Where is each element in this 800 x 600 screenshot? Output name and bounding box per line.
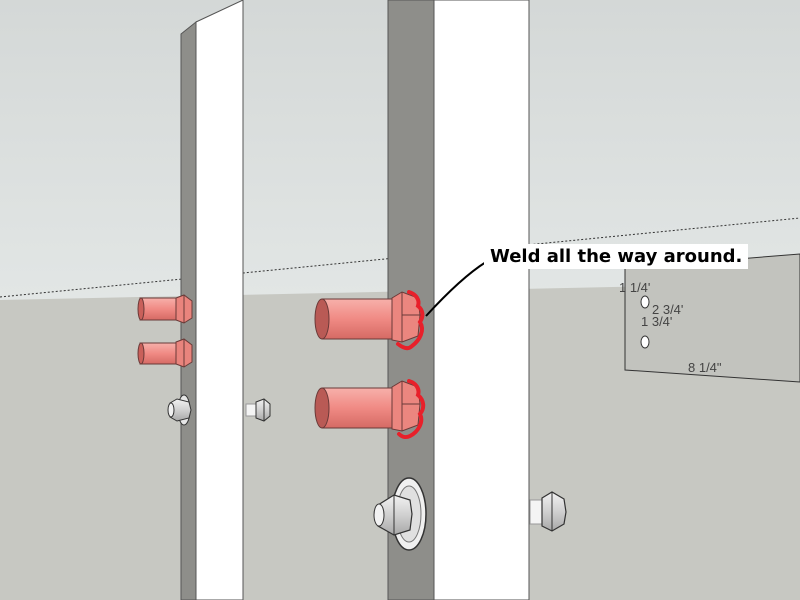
dimension-second-hole: 1 3/4' — [641, 314, 673, 329]
dimension-plate-width: 8 1/4" — [688, 360, 722, 375]
plate-hole-bottom — [640, 335, 650, 349]
small-pipe-top — [137, 294, 193, 324]
callout-leader-line — [425, 261, 487, 317]
dimension-hole-spacing: 2 3/4' — [652, 302, 684, 317]
small-pipe-bottom — [137, 338, 193, 368]
right-post-front — [433, 0, 530, 600]
weld-mark-top — [396, 290, 425, 351]
large-bolt-with-washer — [373, 477, 427, 551]
large-pipe-bottom — [314, 380, 421, 432]
dimension-top-hole: 1 1/4' — [619, 280, 651, 295]
plate-hole-top — [640, 295, 650, 309]
small-nut-between-posts — [245, 398, 271, 422]
weld-callout-label: Weld all the way around. — [484, 244, 749, 269]
left-bolt-with-washer — [167, 394, 192, 426]
weld-mark-bottom — [397, 379, 426, 440]
left-post-front — [195, 0, 244, 600]
nut-right-side — [529, 491, 567, 532]
large-pipe-top — [314, 291, 421, 343]
